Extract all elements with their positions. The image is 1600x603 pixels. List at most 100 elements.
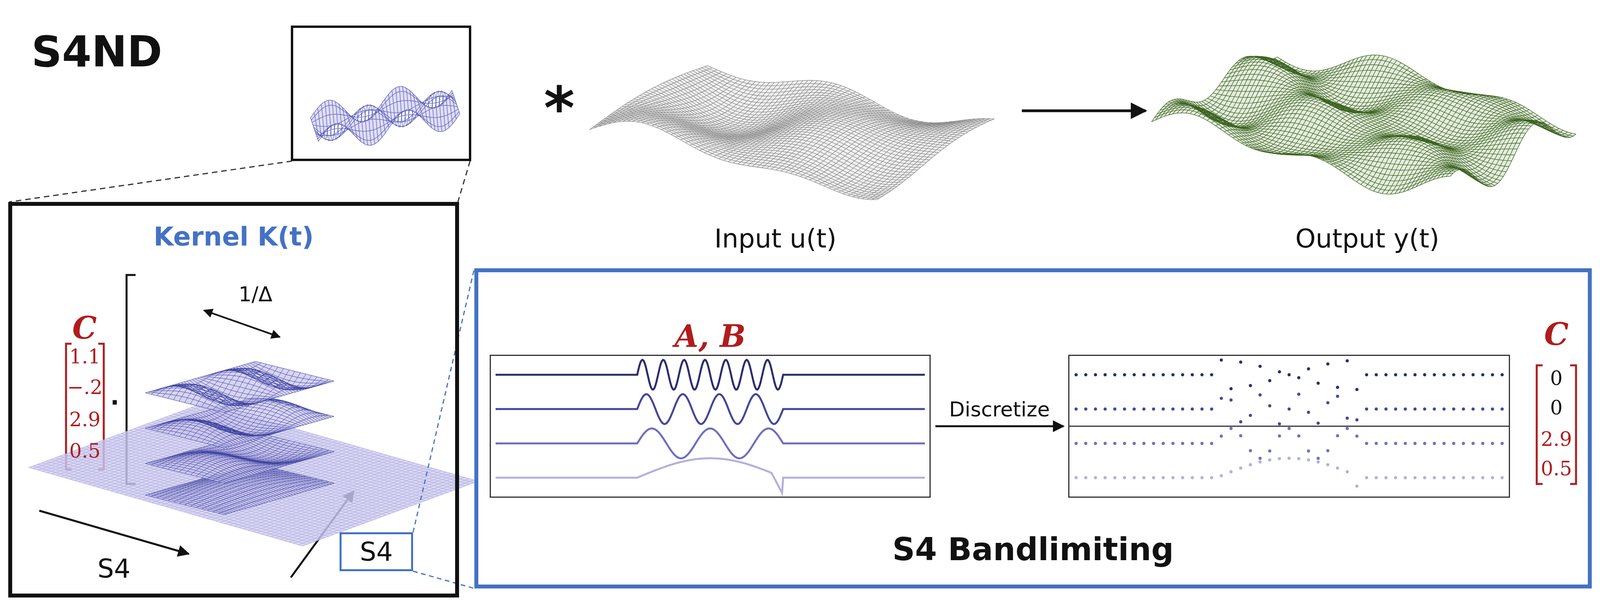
mesh-line: [430, 92, 439, 132]
label: 0.5: [69, 440, 101, 463]
sample-dot: [1181, 442, 1185, 446]
sample-dot: [1452, 407, 1456, 411]
mesh-line: [349, 114, 358, 139]
edge-label: Discretize: [949, 398, 1051, 422]
mesh-line: [247, 363, 326, 387]
mesh-line: [809, 122, 928, 181]
label: 0: [1550, 396, 1563, 420]
sample-dot: [1249, 413, 1253, 417]
mesh-line: [145, 428, 225, 449]
mesh-line: [189, 482, 269, 503]
sample-dot: [1249, 449, 1253, 453]
mesh-line: [192, 481, 271, 502]
mesh-line: [197, 413, 277, 436]
sample-dot: [1452, 442, 1456, 446]
axis-arrow: [39, 510, 189, 555]
mesh-line: [164, 457, 244, 478]
thumbnail-kernel: [310, 86, 460, 146]
mesh-line: [170, 385, 249, 406]
sample-dot: [1132, 442, 1136, 446]
sample-dot: [1403, 442, 1408, 446]
mesh-line: [434, 91, 443, 132]
mesh-line: [302, 481, 479, 547]
mesh-line: [159, 422, 238, 445]
mesh-line: [1211, 66, 1338, 128]
mesh-line: [423, 98, 432, 129]
sample-dot: [1364, 373, 1369, 377]
sample-dot: [1471, 407, 1475, 411]
sample-dot: [1258, 460, 1262, 464]
basis-wave: [495, 360, 925, 390]
mesh-line: [192, 379, 271, 403]
sample-dot: [1210, 476, 1214, 480]
mesh-line: [771, 110, 890, 170]
mesh-line: [170, 455, 249, 477]
sample-dot: [1229, 470, 1233, 474]
sample-dot: [1122, 442, 1127, 446]
mesh-line: [604, 71, 722, 125]
mesh-line: [1300, 79, 1427, 157]
sample-dot: [1423, 373, 1427, 377]
sample-dot: [1239, 360, 1243, 364]
mesh-line: [1151, 112, 1451, 195]
label: 2.9: [69, 408, 101, 432]
sample-dot: [1122, 476, 1127, 480]
sample-dot: [1132, 476, 1136, 480]
mesh-line: [1292, 73, 1419, 156]
sample-dot: [1171, 407, 1175, 411]
mesh-line: [833, 121, 952, 191]
mesh-line: [205, 411, 285, 433]
sample-dot: [1394, 407, 1398, 411]
mesh-line: [661, 82, 780, 131]
mesh-line: [444, 94, 453, 124]
mesh-line: [1181, 58, 1308, 124]
mesh-line: [374, 108, 383, 138]
mesh-line: [876, 119, 995, 201]
mesh-line: [1219, 62, 1346, 129]
sample-dot: [1161, 373, 1165, 377]
mesh-line: [1335, 90, 1461, 168]
mesh-line: [1317, 86, 1444, 159]
mesh-line: [1330, 89, 1457, 165]
sample-dot: [1471, 442, 1475, 446]
sample-dot: [1500, 476, 1504, 480]
mesh-line: [244, 364, 324, 389]
mesh-line: [1160, 56, 1286, 118]
mesh-line: [225, 370, 304, 390]
label: Output y(t): [1295, 224, 1440, 254]
sample-dot: [1452, 476, 1456, 480]
mesh-line: [367, 104, 375, 144]
mesh-line: [150, 462, 230, 482]
mesh-line: [170, 488, 249, 508]
flow-arrow: [935, 425, 1064, 428]
mesh-line: [1232, 57, 1359, 138]
sample-dot: [1210, 373, 1214, 377]
sample-dot: [1161, 442, 1165, 446]
sample-dot: [1306, 367, 1310, 371]
mesh-line: [448, 95, 457, 120]
sample-dot: [1374, 373, 1378, 377]
sample-dot: [1268, 458, 1272, 462]
sample-dot: [1093, 373, 1097, 377]
label: Input u(t): [714, 224, 837, 254]
sample-dot: [1161, 407, 1165, 411]
sample-dot: [1200, 476, 1204, 480]
surface-fill: [1151, 55, 1577, 195]
sample-dot: [1219, 358, 1224, 362]
sample-dot: [1103, 442, 1107, 446]
bandlimiting-panel: S4 BandlimitingA, BC: [474, 268, 1592, 589]
mesh-line: [723, 85, 842, 161]
label: 1.1: [69, 345, 101, 369]
mesh-line: [857, 119, 976, 199]
mesh-line: [598, 117, 886, 195]
flow-arrow: [1021, 109, 1146, 113]
surface-fill: [145, 361, 335, 413]
mesh-line: [1215, 64, 1342, 129]
sample-dot: [1258, 364, 1262, 368]
mesh-line: [862, 118, 981, 199]
sample-dot: [1326, 362, 1330, 366]
sample-dot: [1462, 442, 1466, 446]
sample-dot: [1210, 407, 1214, 411]
mesh-line: [363, 104, 372, 146]
mesh-line: [184, 369, 295, 405]
